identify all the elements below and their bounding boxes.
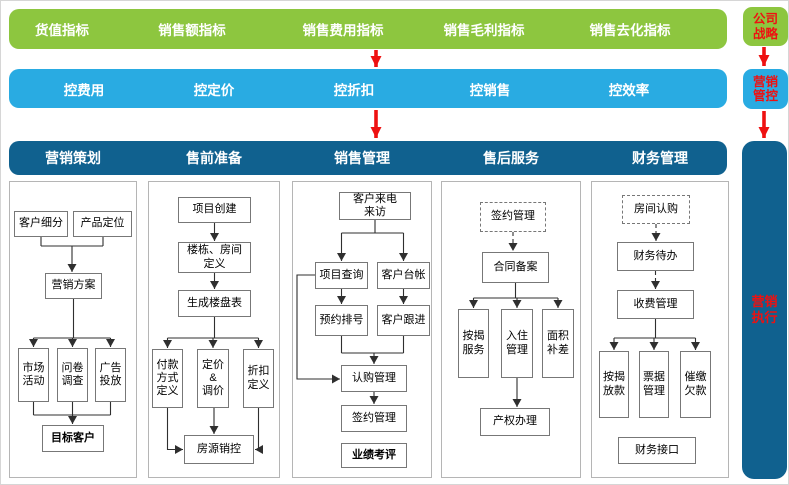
marketing-control-box: 营销 管控 (743, 69, 788, 109)
box-finance-interface: 财务接口 (618, 437, 696, 464)
section-title-after-sales: 售后服务 (483, 150, 539, 166)
kpi-item: 销售去化指标 (589, 23, 671, 38)
box-invoice-management: 票据 管理 (639, 351, 669, 418)
control-item: 控折扣 (333, 82, 375, 98)
section-title-sales-management: 销售管理 (334, 150, 390, 166)
box-target-customer: 目标客户 (42, 425, 104, 452)
control-item: 控费用 (63, 82, 105, 98)
box-signing-management-ref: 签约管理 (480, 202, 546, 232)
section-header-bar: 营销策划 售前准备 销售管理 售后服务 财务管理 (9, 141, 727, 175)
box-room-subscription-ref: 房间认购 (622, 195, 690, 224)
box-product-positioning: 产品定位 (73, 211, 132, 237)
control-item: 控销售 (469, 82, 511, 98)
box-performance-review: 业绩考评 (341, 443, 407, 468)
box-customer-call-visit: 客户来电 来访 (339, 192, 411, 220)
box-finance-todo: 财务待办 (617, 242, 694, 271)
control-item: 控定价 (193, 82, 235, 98)
box-project-create: 项目创建 (178, 197, 251, 223)
box-questionnaire-survey: 问卷 调查 (57, 348, 88, 402)
section-title-finance: 财务管理 (632, 150, 688, 166)
control-item: 控效率 (608, 82, 650, 98)
panel-finance (591, 181, 729, 478)
kpi-indicator-bar: 货值指标 销售额指标 销售费用指标 销售毛利指标 销售去化指标 (9, 9, 727, 49)
kpi-item: 销售毛利指标 (443, 23, 525, 38)
box-collection-arrears: 催缴 欠款 (680, 351, 711, 418)
box-mortgage-loan-release: 按揭 放款 (599, 351, 629, 418)
box-generate-building-table: 生成楼盘表 (178, 290, 251, 317)
box-occupancy-management: 入住 管理 (501, 309, 533, 378)
section-title-marketing-planning: 营销策划 (45, 150, 101, 166)
box-payment-method-define: 付款 方式 定义 (152, 349, 183, 408)
box-ad-placement: 广告 投放 (95, 348, 126, 402)
box-pricing-adjust: 定价 & 调价 (197, 349, 229, 408)
kpi-item: 货值指标 (35, 23, 89, 38)
box-discount-define: 折扣 定义 (243, 349, 274, 408)
box-property-rights-processing: 产权办理 (480, 408, 550, 436)
box-project-query: 项目查询 (315, 262, 368, 289)
kpi-item: 销售额指标 (158, 23, 226, 38)
box-marketing-plan: 营销方案 (45, 273, 102, 299)
kpi-item: 销售费用指标 (302, 23, 384, 38)
box-market-activity: 市场 活动 (18, 348, 49, 402)
box-signing-management: 签约管理 (341, 405, 407, 432)
marketing-execution-bar: 营销 执行 (742, 141, 787, 479)
box-housing-sales-control: 房源销控 (184, 435, 254, 464)
box-fee-management: 收费管理 (617, 290, 694, 319)
company-strategy-box: 公司 战略 (743, 7, 788, 46)
control-bar: 控费用 控定价 控折扣 控销售 控效率 (9, 69, 727, 108)
box-customer-ledger: 客户台帐 (377, 262, 430, 289)
box-customer-follow-up: 客户跟进 (377, 305, 430, 336)
box-customer-segmentation: 客户细分 (14, 211, 68, 237)
section-title-pre-sales: 售前准备 (186, 150, 242, 166)
box-contract-filing: 合同备案 (482, 252, 549, 283)
box-reservation-numbering: 预约排号 (315, 305, 368, 336)
box-building-room-define: 楼栋、房间 定义 (178, 242, 251, 273)
panel-pre-sales (148, 181, 280, 478)
box-subscription-management: 认购管理 (341, 365, 407, 392)
box-area-adjustment: 面积 补差 (542, 309, 574, 378)
box-mortgage-service: 按揭 服务 (458, 309, 489, 378)
